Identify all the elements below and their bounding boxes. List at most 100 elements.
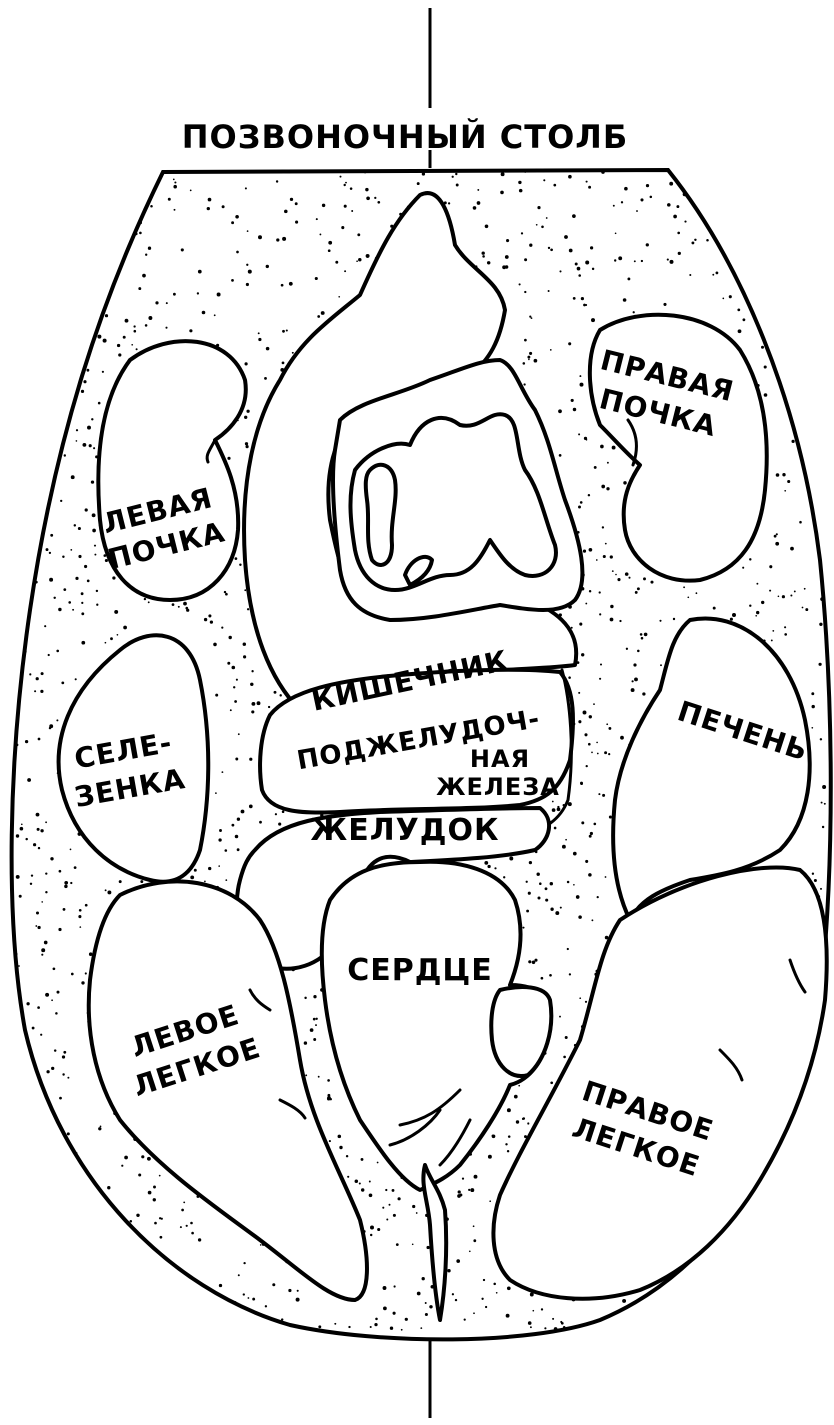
stipple-dot xyxy=(390,1327,393,1330)
stipple-dot xyxy=(599,613,601,615)
stipple-dot xyxy=(802,607,804,609)
stipple-dot xyxy=(224,591,226,593)
stipple-dot xyxy=(669,182,673,186)
stipple-dot xyxy=(537,896,540,899)
stipple-dot xyxy=(640,633,643,636)
stipple-dot xyxy=(75,577,78,580)
stipple-dot xyxy=(20,827,24,831)
stipple-dot xyxy=(100,1126,102,1128)
stipple-dot xyxy=(522,927,524,929)
stipple-dot xyxy=(782,595,785,598)
stipple-dot xyxy=(246,410,249,413)
stipple-dot xyxy=(190,875,194,879)
stipple-dot xyxy=(58,608,61,611)
stipple-dot xyxy=(496,1292,498,1294)
stipple-dot xyxy=(75,1152,77,1154)
stipple-dot xyxy=(506,1314,510,1318)
stipple-dot xyxy=(258,235,262,239)
stipple-dot xyxy=(821,802,823,804)
stipple-dot xyxy=(589,715,592,718)
stipple-dot xyxy=(153,1198,156,1201)
stipple-dot xyxy=(812,705,815,708)
stipple-dot xyxy=(78,915,81,918)
stipple-dot xyxy=(327,1079,330,1082)
stipple-dot xyxy=(246,445,249,448)
stipple-dot xyxy=(602,794,605,797)
stipple-dot xyxy=(50,857,53,860)
stipple-dot xyxy=(341,226,344,229)
stipple-dot xyxy=(524,171,526,173)
stipple-dot xyxy=(530,1326,532,1328)
stipple-dot xyxy=(477,189,479,191)
stipple-dot xyxy=(590,246,593,249)
stipple-dot xyxy=(448,202,450,204)
stipple-dot xyxy=(85,904,88,907)
stipple-dot xyxy=(98,1127,101,1130)
stipple-dot xyxy=(771,639,773,641)
stipple-dot xyxy=(130,1220,133,1223)
stipple-dot xyxy=(225,879,227,881)
stipple-dot xyxy=(729,295,732,298)
stipple-dot xyxy=(250,683,253,686)
stipple-dot xyxy=(578,433,580,435)
stipple-dot xyxy=(46,548,49,551)
stipple-dot xyxy=(313,1038,316,1041)
stipple-dot xyxy=(85,508,88,511)
stipple-dot xyxy=(247,608,249,610)
stipple-dot xyxy=(761,601,764,604)
stipple-dot xyxy=(319,233,321,235)
stipple-dot xyxy=(564,235,568,239)
stipple-dot xyxy=(36,677,39,680)
stipple-dot xyxy=(317,315,320,318)
stipple-dot xyxy=(58,928,61,931)
stipple-dot xyxy=(222,205,225,208)
stipple-dot xyxy=(304,997,306,999)
stipple-dot xyxy=(799,521,802,524)
stipple-dot xyxy=(516,1120,519,1123)
stipple-dot xyxy=(328,241,332,245)
stipple-dot xyxy=(526,881,528,883)
stipple-dot xyxy=(234,700,237,703)
stipple-dot xyxy=(790,547,794,551)
stipple-dot xyxy=(641,260,643,262)
stipple-dot xyxy=(571,399,574,402)
stipple-dot xyxy=(124,1156,128,1160)
stipple-dot xyxy=(96,604,98,606)
stipple-dot xyxy=(579,375,581,377)
stipple-dot xyxy=(393,1214,396,1217)
stipple-dot xyxy=(374,197,376,199)
stipple-dot xyxy=(588,743,591,746)
stipple-dot xyxy=(366,254,370,258)
stipple-dot xyxy=(59,870,62,873)
stipple-dot xyxy=(615,232,617,234)
stipple-dot xyxy=(49,724,53,728)
stipple-dot xyxy=(202,311,206,315)
stipple-dot xyxy=(244,416,247,419)
stipple-dot xyxy=(483,1279,485,1281)
stipple-dot xyxy=(550,1081,553,1084)
stipple-dot xyxy=(155,301,158,304)
stipple-dot xyxy=(473,1239,476,1242)
stipple-dot xyxy=(172,603,175,606)
stipple-dot xyxy=(492,1135,494,1137)
stipple-dot xyxy=(160,1236,163,1239)
stipple-dot xyxy=(60,500,62,502)
stipple-dot xyxy=(231,279,234,282)
stipple-dot xyxy=(118,353,121,356)
stipple-dot xyxy=(121,1165,123,1167)
stipple-dot xyxy=(597,896,599,898)
stipple-dot xyxy=(519,189,523,193)
stipple-dot xyxy=(761,346,764,349)
stipple-dot xyxy=(650,196,653,199)
stipple-dot xyxy=(534,959,537,962)
stipple-dot xyxy=(713,607,716,610)
stipple-dot xyxy=(145,254,147,256)
stipple-dot xyxy=(178,606,180,608)
stipple-dot xyxy=(584,733,587,736)
stipple-dot xyxy=(565,839,567,841)
stipple-dot xyxy=(660,664,662,666)
stipple-dot xyxy=(613,205,615,207)
stipple-dot xyxy=(608,753,610,755)
stipple-dot xyxy=(245,442,248,445)
stipple-dot xyxy=(377,1162,379,1164)
